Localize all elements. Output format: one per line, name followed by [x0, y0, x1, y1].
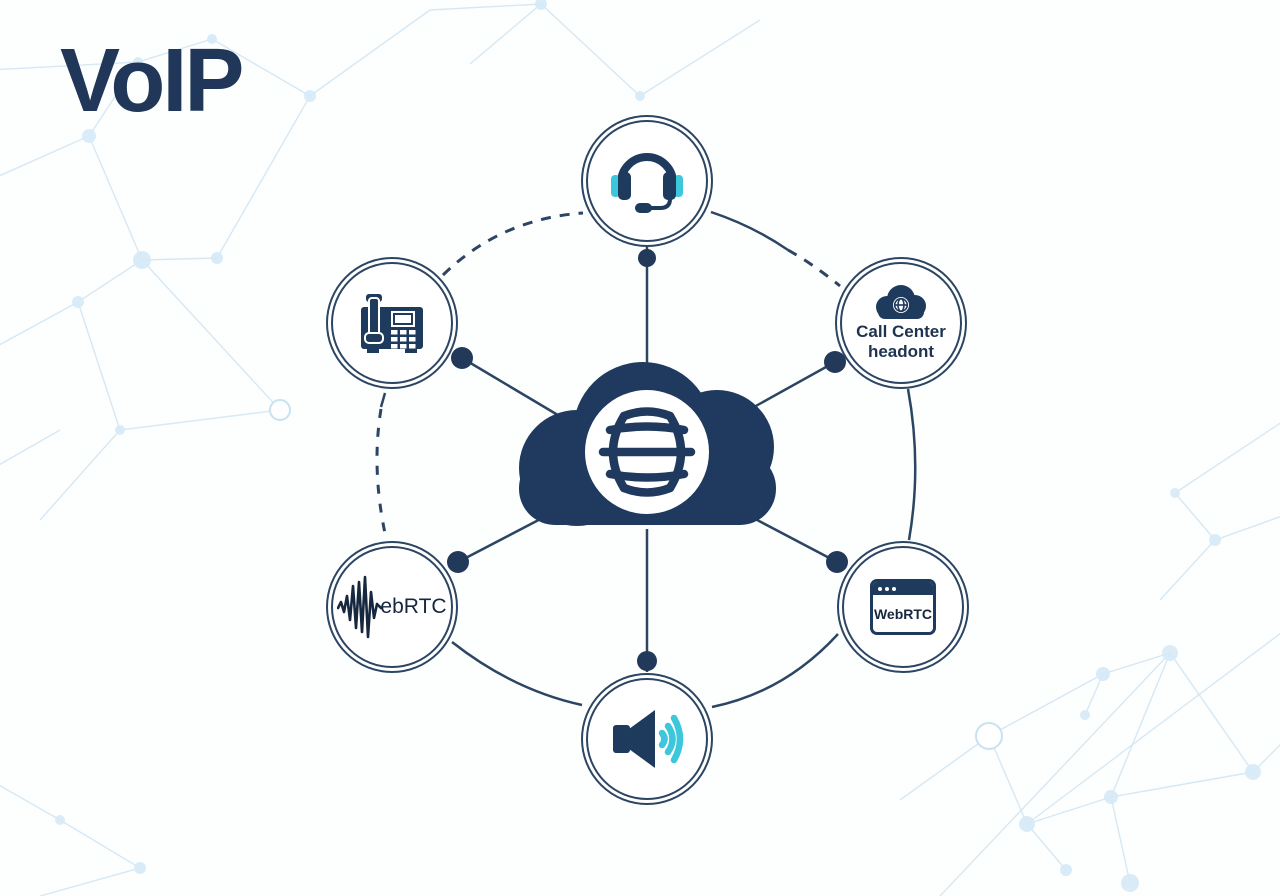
spoke-phone [461, 356, 579, 429]
call-center-label-line2: headont [867, 342, 935, 361]
browser-window-icon: WebRTC [870, 579, 936, 635]
node-webrtc-waveform: ebRTC [326, 541, 458, 673]
arc-speaker-waveform [451, 641, 583, 707]
junction-dot [826, 551, 848, 573]
desk-phone-icon [361, 292, 423, 353]
small-cloud-globe-icon [876, 285, 926, 320]
browser-webrtc-label: WebRTC [873, 605, 933, 622]
arc-headset-callcenter-dashed [787, 248, 841, 288]
node-webrtc-browser: WebRTC [837, 541, 969, 673]
browser-dot [892, 586, 896, 591]
junction-dot [637, 651, 657, 671]
browser-titlebar [873, 582, 933, 595]
node-desk-phone [326, 257, 458, 389]
arc-phone-headset-dashed [441, 211, 584, 277]
junction-dot [447, 551, 469, 573]
junction-dot [638, 249, 656, 267]
arc-callcenter-browser [906, 388, 917, 541]
audio-waveform-icon [337, 575, 383, 639]
browser-dot [885, 586, 889, 591]
browser-dot [878, 586, 882, 591]
junction-dot [451, 347, 473, 369]
waveform-webrtc-label: ebRTC [380, 595, 447, 618]
cloud-globe-icon [519, 362, 776, 526]
spoke-waveform [457, 499, 576, 564]
arc-waveform-phone-stub [379, 392, 387, 408]
arc-waveform-phone-dashed [375, 408, 388, 539]
globe-icon [598, 407, 696, 497]
spoke-browser [720, 499, 838, 564]
sound-waves-icon [658, 714, 684, 764]
arc-headset-callcenter [710, 210, 789, 252]
node-headset [581, 115, 713, 247]
page-title: VoIP [60, 31, 244, 131]
headset-icon [611, 153, 683, 213]
node-speaker [581, 673, 713, 805]
node-call-center: Call Center headont [835, 257, 967, 389]
spoke-call-center [717, 360, 836, 429]
call-center-label-line1: Call Center [856, 322, 946, 342]
arc-browser-speaker [711, 633, 839, 709]
speaker-icon [613, 710, 684, 768]
